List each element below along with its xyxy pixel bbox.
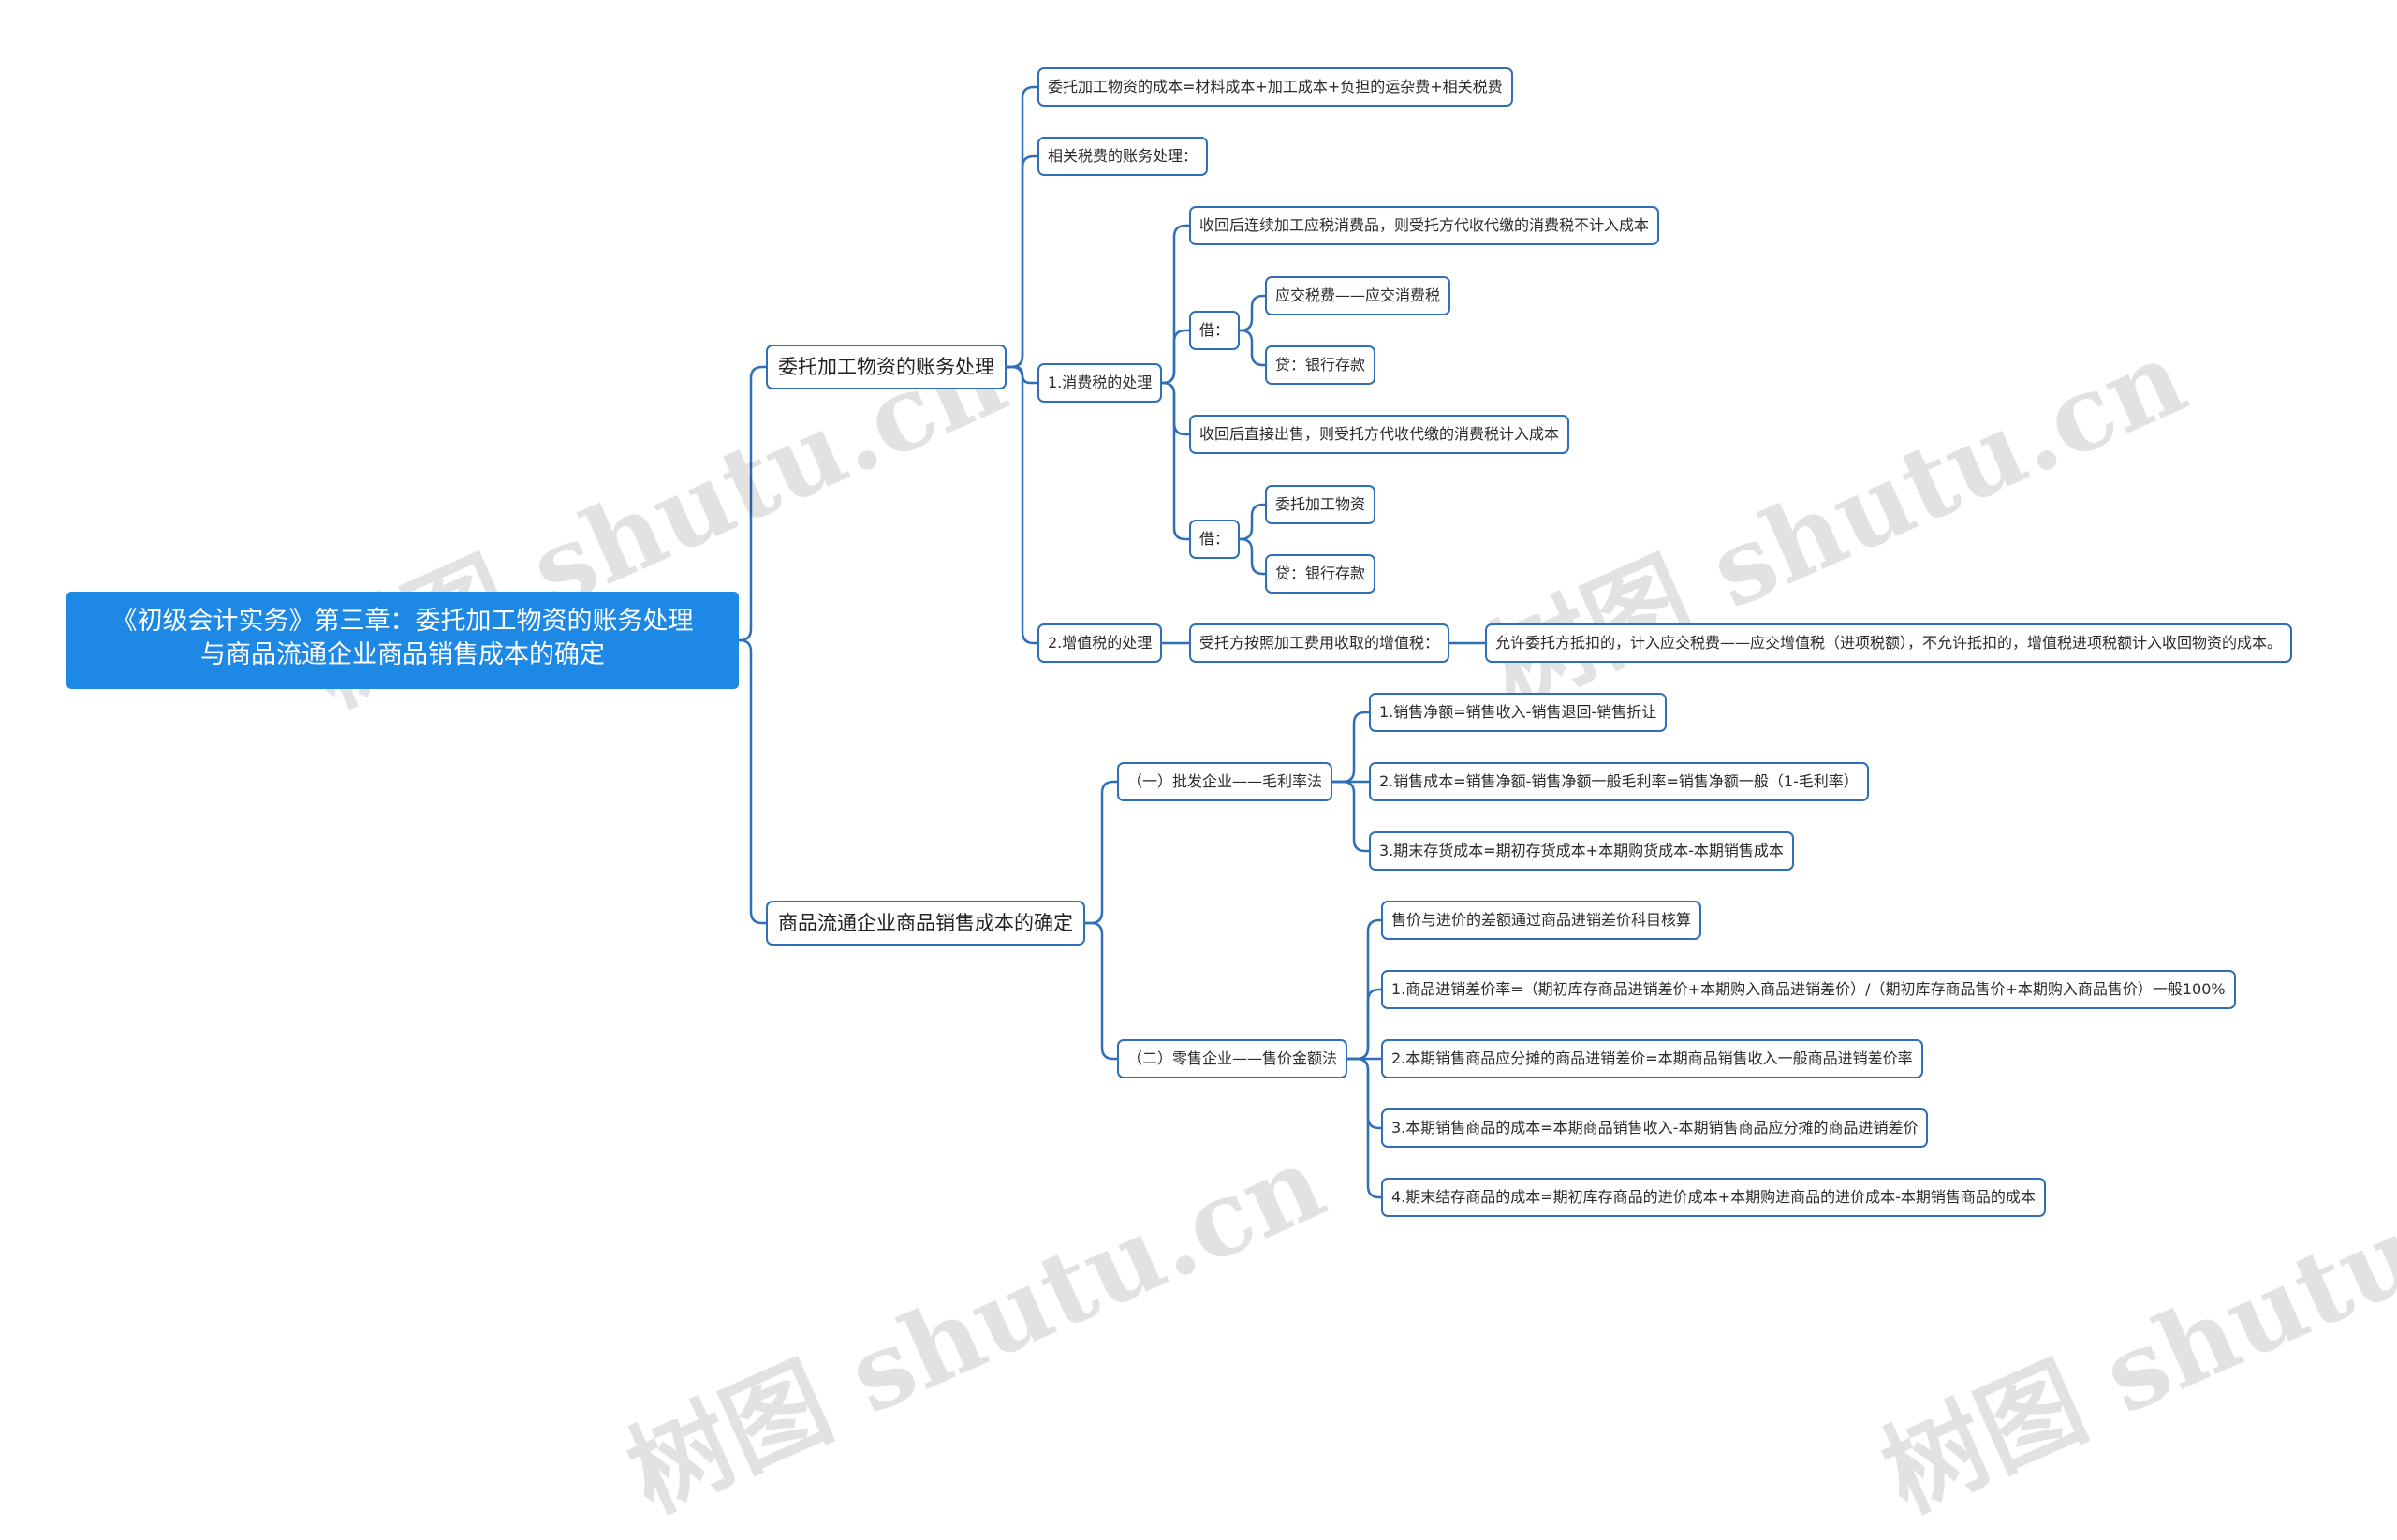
watermark: 树图 shutu.cn: [1865, 1121, 2397, 1535]
topic-credit[interactable]: 贷：银行存款: [1265, 345, 1376, 385]
topic-wholesale[interactable]: （一）批发企业——毛利率法: [1117, 762, 1333, 801]
topic-wholesale-item[interactable]: 3.期末存货成本=期初存货成本+本期购货成本-本期销售成本: [1369, 831, 1794, 871]
topic-retail-item[interactable]: 1.商品进销差价率=（期初库存商品进销差价+本期购入商品进销差价）/（期初库存商…: [1381, 970, 2236, 1009]
topic-retail-item[interactable]: 3.本期销售商品的成本=本期商品销售收入-本期销售商品应分摊的商品进销差价: [1381, 1108, 1929, 1148]
connector-line: [1162, 224, 1189, 385]
topic-debit-item[interactable]: 委托加工物资: [1265, 485, 1376, 524]
topic-consumption-tax[interactable]: 1.消费税的处理: [1037, 363, 1163, 403]
connector-line: [1162, 381, 1189, 436]
topic-debit[interactable]: 借：: [1189, 520, 1241, 559]
connector-line: [739, 365, 766, 642]
topic-entrusted-processing[interactable]: 委托加工物资的账务处理: [766, 345, 1007, 389]
topic-wholesale-item[interactable]: 1.销售净额=销售收入-销售退回-销售折让: [1369, 693, 1668, 732]
topic-continue-processing[interactable]: 收回后连续加工应税消费品，则受托方代收代缴的消费税不计入成本: [1189, 206, 1660, 245]
topic-wholesale-item[interactable]: 2.销售成本=销售净额-销售净额一般毛利率=销售净额一般（1-毛利率）: [1369, 762, 1869, 801]
topic-tax-treatment[interactable]: 相关税费的账务处理：: [1037, 137, 1209, 176]
topic-cost-formula[interactable]: 委托加工物资的成本=材料成本+加工成本+负担的运杂费+相关税费: [1037, 67, 1513, 107]
topic-retail-item[interactable]: 4.期末结存商品的成本=期初库存商品的进价成本+本期购进商品的进价成本-本期销售…: [1381, 1178, 2046, 1217]
topic-credit[interactable]: 贷：银行存款: [1265, 554, 1376, 594]
connector-line: [1240, 503, 1265, 541]
connector-line: [1085, 921, 1117, 1061]
topic-vat[interactable]: 2.增值税的处理: [1037, 623, 1163, 663]
connector-line: [1347, 918, 1381, 1061]
root-title-line1: 《初级会计实务》第三章：委托加工物资的账务处理: [111, 607, 694, 636]
connector-line: [1162, 381, 1189, 541]
connector-line: [1332, 711, 1369, 784]
topic-direct-sale[interactable]: 收回后直接出售，则受托方代收代缴的消费税计入成本: [1189, 415, 1570, 454]
connector-line: [1347, 1057, 1381, 1199]
topic-debit-item[interactable]: 应交税费——应交消费税: [1265, 276, 1451, 315]
topic-vat-item[interactable]: 受托方按照加工费用收取的增值税：: [1189, 623, 1450, 663]
connector-line: [1162, 329, 1189, 385]
watermark: 树图 shutu.cn: [610, 1121, 1341, 1535]
connector-line: [1347, 988, 1381, 1061]
watermark: 树图 shutu.cn: [1472, 315, 2202, 730]
topic-retail[interactable]: （二）零售企业——售价金额法: [1117, 1039, 1348, 1078]
topic-debit[interactable]: 借：: [1189, 311, 1241, 350]
mind-map-canvas: 树图 shutu.cn 树图 shutu.cn 树图 shutu.cn 树图 s…: [66, 67, 2397, 1535]
topic-retail-item[interactable]: 售价与进价的差额通过商品进销差价科目核算: [1381, 901, 1702, 940]
connector-line: [1240, 329, 1265, 367]
connector-line: [1007, 365, 1037, 385]
connector-line: [1347, 1057, 1381, 1130]
connector-line: [1007, 154, 1037, 369]
root-title-line2: 与商品流通企业商品销售成本的确定: [200, 640, 605, 669]
topic-vat-detail[interactable]: 允许委托方抵扣的，计入应交税费——应交增值税（进项税额），不允许抵扣的，增值税进…: [1485, 623, 2293, 663]
topic-commodity-cost[interactable]: 商品流通企业商品销售成本的确定: [766, 901, 1085, 946]
connector-line: [1240, 537, 1265, 576]
root-topic[interactable]: 《初级会计实务》第三章：委托加工物资的账务处理 与商品流通企业商品销售成本的确定: [66, 592, 739, 689]
connector-line: [1007, 365, 1037, 645]
connector-line: [1085, 780, 1117, 925]
topic-retail-item[interactable]: 2.本期销售商品应分摊的商品进销差价=本期商品销售收入一般商品进销差价率: [1381, 1039, 1923, 1078]
connector-line: [739, 638, 766, 925]
connector-line: [1240, 294, 1265, 332]
connector-line: [1332, 780, 1369, 853]
connector-line: [1007, 85, 1037, 369]
